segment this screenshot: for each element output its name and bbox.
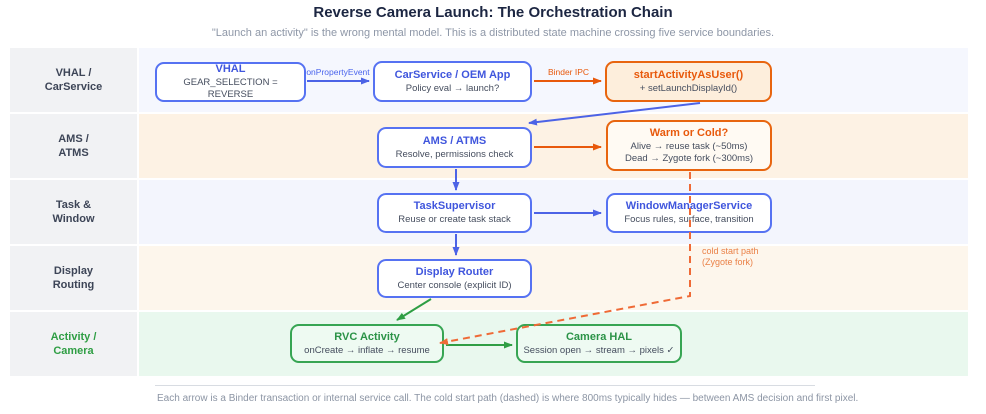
node-warm-body-line2: Dead → Zygote fork (~300ms): [624, 152, 754, 164]
footer-note: Each arrow is a Binder transaction or in…: [157, 393, 859, 404]
node-camera-hal-body: Session open → stream → pixels ✓: [523, 344, 675, 356]
node-ams-atms: AMS / ATMS Resolve, permissions check: [377, 127, 532, 168]
node-camera-hal-title: Camera HAL: [565, 330, 633, 343]
lane-label-line2: Camera: [53, 345, 94, 357]
edge-label-on-property-event: onPropertyEvent: [306, 67, 370, 77]
lane-content-task-window: [139, 180, 968, 244]
node-task-supervisor-body: Reuse or create task stack: [398, 214, 511, 225]
node-window-manager-service: WindowManagerService Focus rules, surfac…: [606, 193, 772, 233]
diagram-subtitle: "Launch an activity" is the wrong mental…: [211, 27, 775, 39]
lane-label-line1: VHAL /: [55, 67, 92, 79]
lane-label-ams-atms: AMS / ATMS: [10, 114, 137, 178]
lane-label-line2: CarService: [44, 81, 103, 93]
node-carservice-body: Policy eval → launch?: [405, 82, 500, 94]
lane-label-line2: Routing: [52, 279, 95, 291]
node-warm-body-line1: Alive → reuse task (~50ms): [630, 140, 748, 152]
lane-label-display-routing: Display Routing: [10, 246, 137, 310]
node-warm-title: Warm or Cold?: [649, 126, 729, 139]
node-start-activity-as-user: startActivityAsUser() + setLaunchDisplay…: [605, 61, 772, 102]
node-task-supervisor: TaskSupervisor Reuse or create task stac…: [377, 193, 532, 233]
lane-label-task-window: Task & Window: [10, 180, 137, 244]
lane-label-line2: ATMS: [58, 147, 89, 159]
node-ams-title: AMS / ATMS: [422, 134, 487, 147]
lane-label-line1: Task &: [55, 199, 92, 211]
footer-divider: [155, 385, 815, 386]
cold-start-label-line2: (Zygote fork): [702, 257, 754, 267]
edge-label-cold-start-path: cold start path (Zygote fork): [702, 246, 759, 268]
node-wms-body: Focus rules, surface, transition: [624, 214, 754, 225]
lane-label-line1: Activity /: [50, 331, 97, 343]
node-display-router-title: Display Router: [415, 265, 494, 278]
lane-label-line2: Window: [52, 213, 95, 225]
node-wms-title: WindowManagerService: [625, 200, 753, 212]
node-vhal-body: GEAR_SELECTION = REVERSE: [183, 77, 278, 100]
lane-content-display-routing: [139, 246, 968, 310]
lane-content-ams-atms: [139, 114, 968, 178]
node-display-router: Display Router Center console (explicit …: [377, 259, 532, 298]
node-carservice-title: CarService / OEM App: [394, 68, 511, 81]
edge-label-binder-ipc: Binder IPC: [547, 67, 590, 77]
node-warm-or-cold: Warm or Cold? Alive → reuse task (~50ms)…: [606, 120, 772, 171]
lane-label-activity-camera: Activity / Camera: [10, 312, 137, 376]
lane-activity-camera: Activity / Camera: [10, 312, 968, 376]
node-vhal-title: VHAL: [215, 63, 246, 75]
lane-label-line1: Display: [53, 265, 94, 277]
node-rvc-activity: RVC Activity onCreate → inflate → resume: [290, 324, 444, 363]
lane-ams-atms: AMS / ATMS: [10, 114, 968, 178]
node-start-activity-body: + setLaunchDisplayId(): [639, 82, 738, 94]
lane-label-line1: AMS /: [58, 133, 89, 145]
cold-start-label-line1: cold start path: [702, 246, 759, 256]
node-ams-body: Resolve, permissions check: [395, 148, 514, 160]
node-rvc-title: RVC Activity: [334, 330, 400, 343]
node-rvc-body: onCreate → inflate → resume: [304, 344, 430, 356]
node-start-activity-title: startActivityAsUser(): [633, 68, 744, 81]
node-camera-hal: Camera HAL Session open → stream → pixel…: [516, 324, 682, 363]
node-carservice: CarService / OEM App Policy eval → launc…: [373, 61, 532, 102]
diagram-title: Reverse Camera Launch: The Orchestration…: [313, 4, 673, 21]
node-vhal: VHAL GEAR_SELECTION = REVERSE: [155, 62, 306, 102]
node-task-supervisor-title: TaskSupervisor: [413, 200, 496, 212]
node-display-router-body: Center console (explicit ID): [397, 279, 512, 291]
lane-label-vhal-carservice: VHAL / CarService: [10, 48, 137, 112]
